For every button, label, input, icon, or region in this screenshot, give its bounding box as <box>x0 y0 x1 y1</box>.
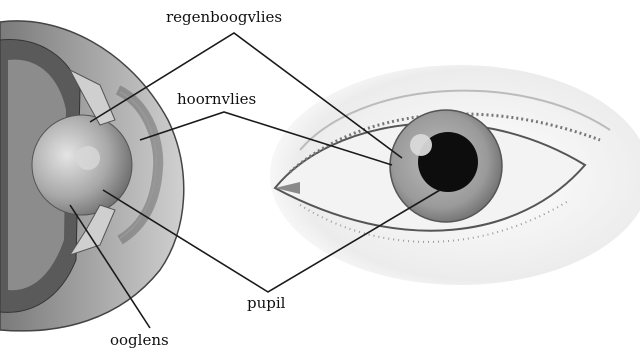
label-iris: regenboogvlies <box>164 10 284 25</box>
label-lens: ooglens <box>108 333 171 348</box>
label-cornea: hoornvlies <box>175 92 258 107</box>
eye-front-view <box>270 65 640 285</box>
eye-cross-section <box>0 21 184 331</box>
label-pupil: pupil <box>245 296 287 311</box>
